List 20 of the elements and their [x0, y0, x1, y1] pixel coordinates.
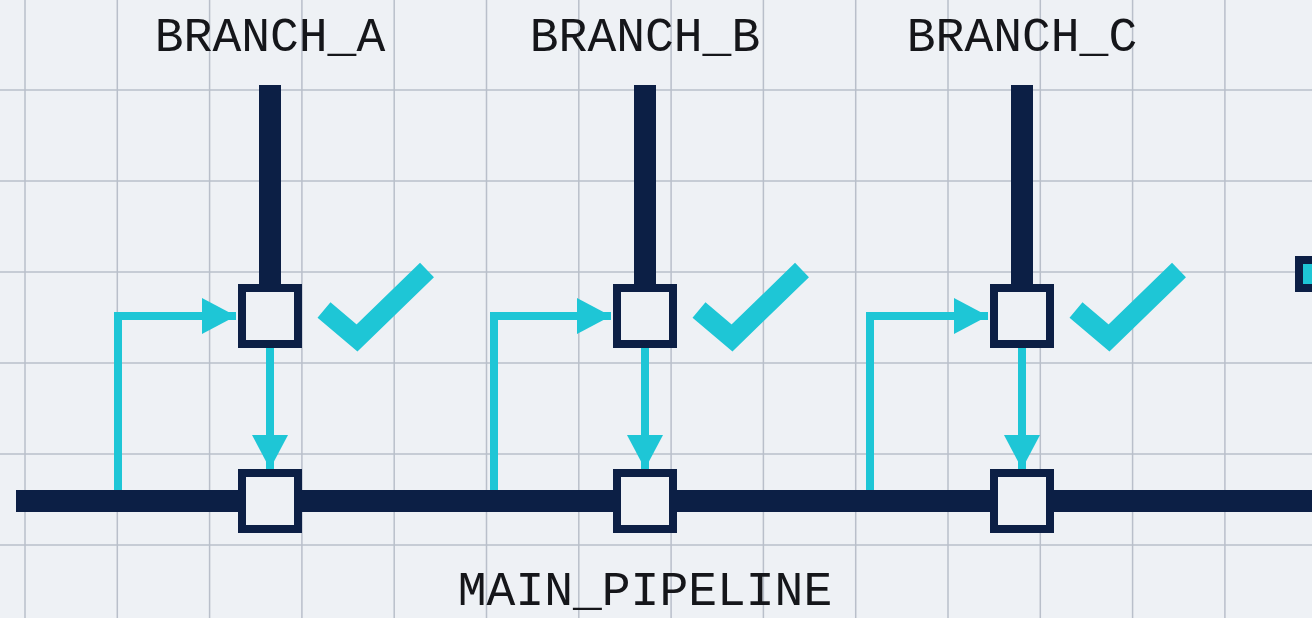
pipe-line: [302, 490, 613, 512]
branch-label: BRANCH_C: [897, 12, 1147, 85]
branch-label: BRANCH_A: [145, 12, 395, 85]
junction-square: [613, 284, 677, 348]
pipe-line: [634, 85, 656, 284]
junction-square: [990, 284, 1054, 348]
pipe-line: [259, 85, 281, 284]
pipe-line: [1011, 85, 1033, 284]
branch-label: BRANCH_B: [520, 12, 770, 85]
junction-square: [238, 469, 302, 533]
junction-square: [613, 469, 677, 533]
pipe-line: [16, 490, 238, 512]
pipe-line: [1054, 490, 1312, 512]
junction-square: [238, 284, 302, 348]
pipeline-label: MAIN_PIPELINE: [457, 566, 833, 618]
junction-square: [990, 469, 1054, 533]
pipe-line: [677, 490, 990, 512]
arrow: [627, 348, 663, 469]
arrow: [252, 348, 288, 469]
arrow: [1004, 348, 1040, 469]
